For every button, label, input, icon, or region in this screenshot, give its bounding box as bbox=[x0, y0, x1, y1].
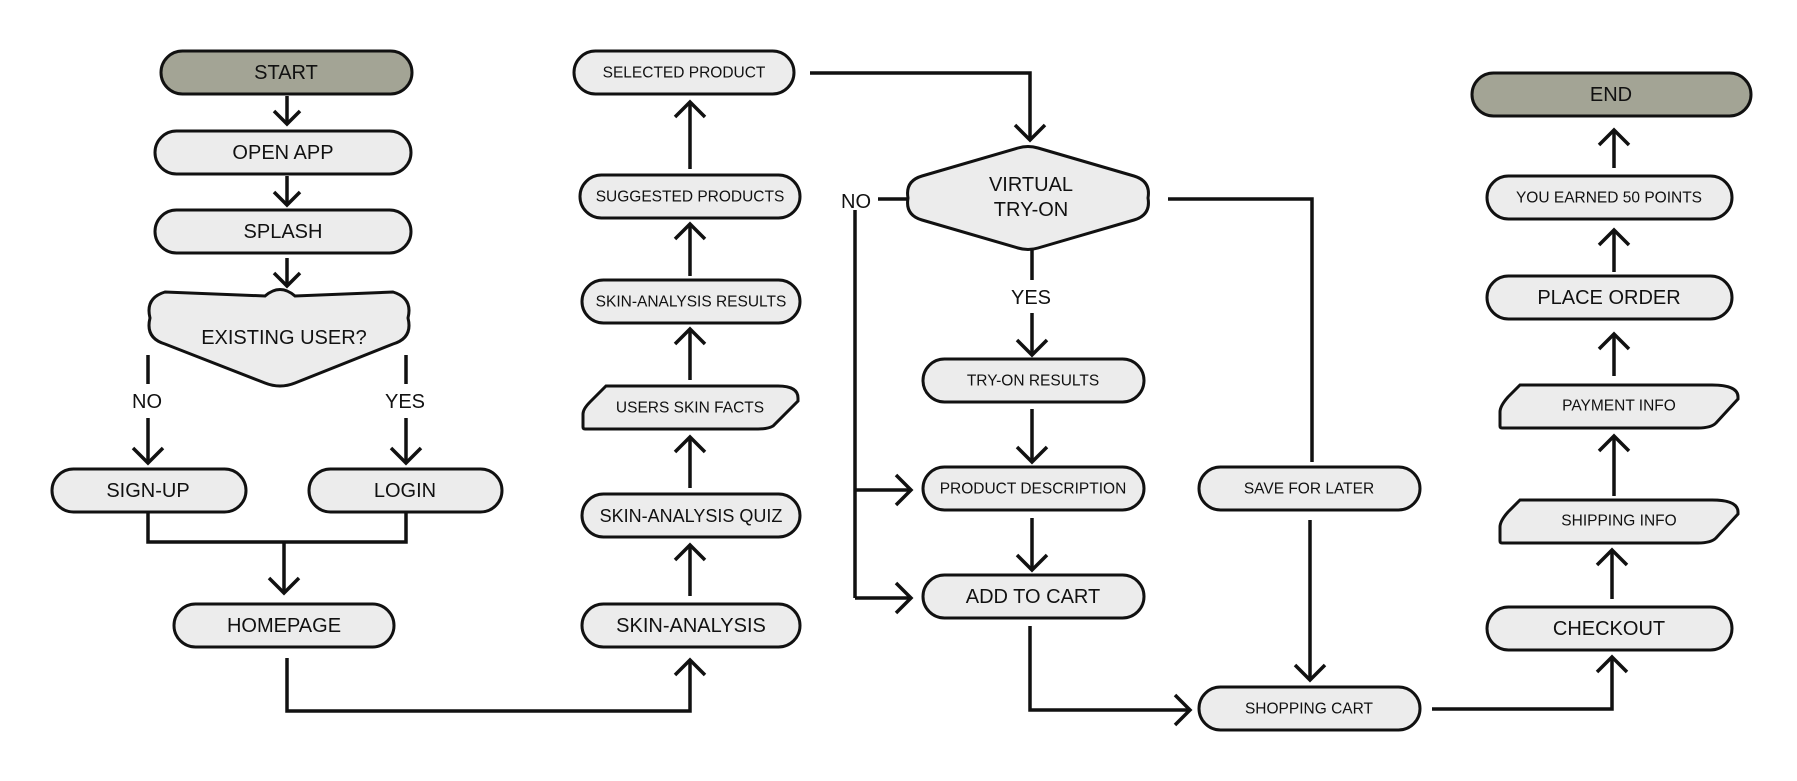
arrowhead bbox=[1595, 654, 1629, 674]
svg-text:SPLASH: SPLASH bbox=[244, 221, 323, 243]
node-splash: SPLASH bbox=[153, 208, 413, 255]
svg-text:START: START bbox=[254, 62, 318, 84]
node-login: LOGIN bbox=[307, 467, 504, 514]
svg-text:OPEN APP: OPEN APP bbox=[232, 142, 333, 164]
svg-text:SKIN-ANALYSIS: SKIN-ANALYSIS bbox=[616, 615, 766, 637]
arrowhead bbox=[1597, 331, 1631, 351]
node-skin-analysis: SKIN-ANALYSIS bbox=[580, 602, 802, 649]
arrowhead bbox=[1013, 123, 1047, 143]
arrowhead bbox=[389, 446, 423, 466]
edge-label-existing-yes: YES bbox=[385, 391, 425, 413]
svg-text:USERS SKIN FACTS: USERS SKIN FACTS bbox=[616, 400, 764, 417]
svg-text:PLACE ORDER: PLACE ORDER bbox=[1537, 287, 1680, 309]
node-shipping-info: SHIPPING INFO bbox=[1498, 498, 1740, 545]
node-save-for-later: SAVE FOR LATER bbox=[1197, 465, 1422, 512]
svg-text:SHIPPING INFO: SHIPPING INFO bbox=[1561, 513, 1676, 530]
arrowhead bbox=[131, 446, 165, 466]
node-skin-analysis-results: SKIN-ANALYSIS RESULTS bbox=[580, 278, 802, 325]
arrowhead bbox=[272, 109, 302, 127]
node-suggested-products: SUGGESTED PRODUCTS bbox=[578, 173, 802, 220]
arrowhead bbox=[1597, 127, 1631, 147]
node-place-order: PLACE ORDER bbox=[1485, 274, 1734, 321]
edge-try-on-to-save-for-later bbox=[1168, 197, 1314, 462]
arrowhead bbox=[1595, 547, 1629, 567]
node-shopping-cart: SHOPPING CART bbox=[1197, 685, 1422, 732]
node-users-skin-facts: USERS SKIN FACTS bbox=[581, 384, 800, 431]
edge-selected-to-virtual-try-on bbox=[810, 71, 1032, 140]
arrowhead bbox=[272, 271, 302, 289]
edge-labels: NO YES NO YES bbox=[132, 191, 1051, 413]
svg-text:CHECKOUT: CHECKOUT bbox=[1553, 618, 1665, 640]
edge-homepage-to-skin-analysis bbox=[285, 658, 692, 713]
node-homepage: HOMEPAGE bbox=[172, 602, 396, 649]
svg-text:TRY-ON RESULTS: TRY-ON RESULTS bbox=[967, 373, 1099, 390]
arrowhead bbox=[1597, 433, 1631, 453]
svg-text:PRODUCT DESCRIPTION: PRODUCT DESCRIPTION bbox=[940, 481, 1127, 498]
edge-add-to-cart-to-shopping-cart bbox=[1028, 626, 1190, 712]
svg-text:YOU EARNED 50 POINTS: YOU EARNED 50 POINTS bbox=[1516, 190, 1702, 207]
arrowhead bbox=[1015, 445, 1049, 465]
node-end: END bbox=[1470, 71, 1753, 118]
svg-text:SUGGESTED PRODUCTS: SUGGESTED PRODUCTS bbox=[596, 189, 785, 206]
arrowhead bbox=[272, 190, 302, 208]
arrowhead bbox=[673, 434, 707, 454]
arrowhead bbox=[1597, 227, 1631, 247]
arrowhead bbox=[1173, 693, 1193, 727]
arrowhead bbox=[267, 576, 301, 596]
node-start: START bbox=[159, 49, 414, 96]
arrowhead bbox=[673, 542, 707, 562]
edge-shopping-cart-to-checkout bbox=[1432, 657, 1614, 711]
node-product-description: PRODUCT DESCRIPTION bbox=[921, 465, 1146, 512]
svg-text:ADD TO CART: ADD TO CART bbox=[966, 586, 1100, 608]
svg-text:SKIN-ANALYSIS QUIZ: SKIN-ANALYSIS QUIZ bbox=[600, 506, 783, 526]
arrowhead bbox=[673, 657, 707, 677]
nodes: START OPEN APP SPLASH EXISTING USER? SIG… bbox=[50, 49, 1753, 732]
arrowhead bbox=[673, 99, 707, 119]
node-checkout: CHECKOUT bbox=[1485, 605, 1734, 652]
node-payment-info: PAYMENT INFO bbox=[1498, 383, 1740, 430]
node-add-to-cart: ADD TO CART bbox=[921, 573, 1146, 620]
edges bbox=[131, 71, 1631, 727]
svg-text:VIRTUAL: VIRTUAL bbox=[989, 174, 1073, 196]
edge-label-try-on-no: NO bbox=[841, 191, 871, 213]
node-existing-user-decision: EXISTING USER? bbox=[147, 288, 411, 388]
svg-text:EXISTING USER?: EXISTING USER? bbox=[201, 327, 367, 349]
edge-label-existing-no: NO bbox=[132, 391, 162, 413]
arrowhead bbox=[1015, 338, 1049, 358]
svg-text:TRY-ON: TRY-ON bbox=[994, 199, 1068, 221]
edge-label-try-on-yes: YES bbox=[1011, 287, 1051, 309]
edge-auth-merge bbox=[146, 513, 408, 544]
node-skin-analysis-quiz: SKIN-ANALYSIS QUIZ bbox=[580, 492, 802, 539]
node-selected-product: SELECTED PRODUCT bbox=[572, 49, 796, 96]
node-virtual-try-on-decision: VIRTUAL TRY-ON bbox=[906, 145, 1150, 251]
arrowhead bbox=[673, 326, 707, 346]
node-sign-up: SIGN-UP bbox=[50, 467, 248, 514]
node-try-on-results: TRY-ON RESULTS bbox=[921, 357, 1146, 404]
svg-text:SKIN-ANALYSIS RESULTS: SKIN-ANALYSIS RESULTS bbox=[596, 294, 787, 311]
svg-text:SAVE FOR LATER: SAVE FOR LATER bbox=[1244, 481, 1374, 498]
svg-text:SHOPPING CART: SHOPPING CART bbox=[1245, 701, 1374, 718]
node-you-earned-points: YOU EARNED 50 POINTS bbox=[1485, 174, 1734, 221]
arrowhead bbox=[1015, 553, 1049, 573]
node-open-app: OPEN APP bbox=[153, 129, 413, 176]
svg-text:HOMEPAGE: HOMEPAGE bbox=[227, 615, 341, 637]
arrowhead bbox=[673, 221, 707, 241]
arrowhead bbox=[1293, 663, 1327, 683]
svg-text:LOGIN: LOGIN bbox=[374, 480, 436, 502]
arrowhead bbox=[894, 473, 914, 507]
arrowhead bbox=[894, 581, 914, 615]
svg-text:SIGN-UP: SIGN-UP bbox=[106, 480, 189, 502]
svg-text:PAYMENT INFO: PAYMENT INFO bbox=[1562, 398, 1676, 415]
svg-text:SELECTED PRODUCT: SELECTED PRODUCT bbox=[603, 65, 766, 82]
svg-text:END: END bbox=[1590, 84, 1632, 106]
